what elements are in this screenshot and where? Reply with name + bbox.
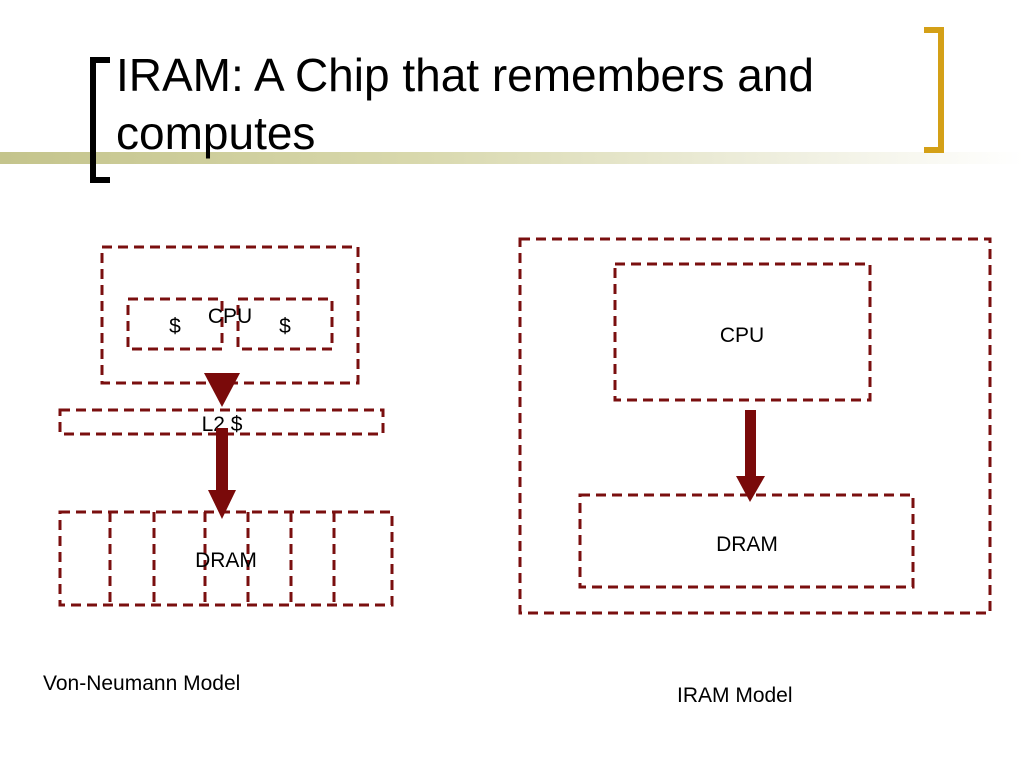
right-bracket-decoration — [924, 27, 944, 153]
vn-cpu-label: CPU — [208, 305, 252, 328]
vn-dram-label: DRAM — [195, 549, 257, 572]
vn-l2-cache-box — [58, 408, 385, 436]
vn-dram-box — [58, 510, 394, 607]
vn-cache-right-label: $ — [279, 315, 291, 338]
vn-l2-label: L2 $ — [202, 413, 243, 436]
von-neumann-diagram: CPU $ $ L2 $ DRAM — [58, 245, 394, 607]
title-underline-band — [0, 152, 1024, 164]
iram-caption: IRAM Model — [677, 684, 793, 707]
slide-title: IRAM: A Chip that remembers and computes — [116, 49, 814, 159]
iram-chip-box — [518, 237, 992, 615]
vn-l2-to-dram-arrow-shaft — [216, 428, 228, 490]
iram-cpu-label: CPU — [720, 324, 764, 347]
vn-cache-left-label: $ — [169, 315, 181, 338]
iram-dram-label: DRAM — [716, 533, 778, 556]
iram-cpu-to-dram-arrow-shaft — [745, 410, 756, 476]
iram-cpu-box — [613, 262, 872, 402]
iram-diagram: CPU DRAM — [518, 237, 992, 615]
left-bracket-decoration — [90, 57, 110, 183]
vn-cache-left-box — [126, 297, 224, 351]
von-neumann-caption: Von-Neumann Model — [43, 672, 241, 695]
vn-l2-to-dram-arrow-head — [208, 490, 236, 519]
vn-cpu-to-l2-arrow — [204, 373, 240, 407]
vn-cache-right-box — [236, 297, 334, 351]
iram-cpu-to-dram-arrow-head — [736, 476, 765, 502]
